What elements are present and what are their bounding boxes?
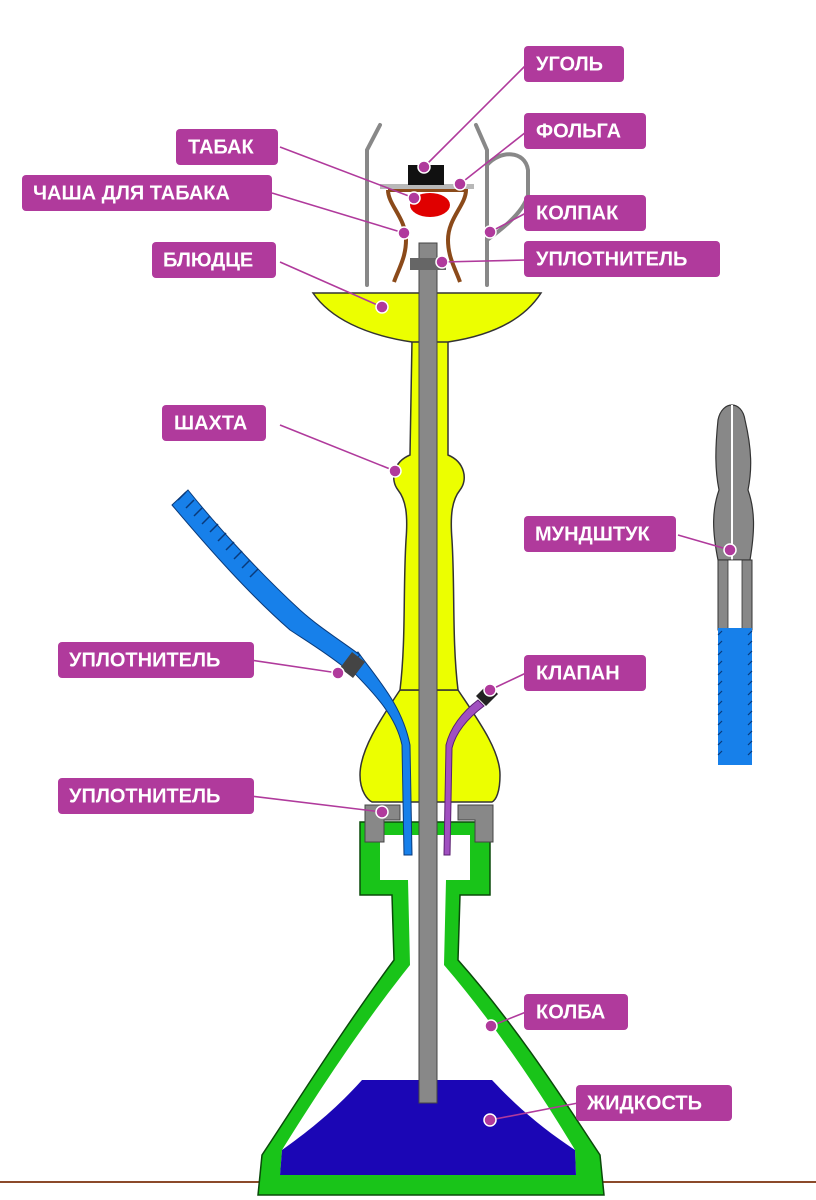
svg-text:УПЛОТНИТЕЛЬ: УПЛОТНИТЕЛЬ: [69, 649, 220, 671]
mouthpiece-group: [713, 404, 755, 765]
label-coal: УГОЛЬ: [524, 46, 624, 82]
hose-handle: [171, 489, 361, 669]
mouthpiece-tip: [713, 404, 755, 561]
label-shaft: ШАХТА: [162, 405, 266, 441]
svg-text:МУНДШТУК: МУНДШТУК: [535, 523, 651, 545]
label-mouthpiece: МУНДШТУК: [524, 516, 676, 552]
label-dots: [331, 160, 737, 1127]
label-flask: КОЛБА: [524, 994, 628, 1030]
svg-text:ЧАША ДЛЯ ТАБАКА: ЧАША ДЛЯ ТАБАКА: [33, 182, 230, 204]
central-pipe: [418, 242, 438, 1104]
valve-tube: [443, 699, 485, 856]
svg-text:КЛАПАН: КЛАПАН: [536, 662, 620, 684]
hose-handle-ribs: [177, 491, 259, 578]
tobacco-bowl: [386, 188, 469, 283]
leader-lines: [249, 64, 731, 1121]
svg-text:ТАБАК: ТАБАК: [188, 136, 254, 158]
coal-block: [408, 165, 444, 185]
svg-text:КОЛБА: КОЛБА: [536, 1001, 605, 1023]
label-valve: КЛАПАН: [524, 655, 646, 691]
svg-text:ШАХТА: ШАХТА: [174, 412, 247, 434]
label-bowl: ЧАША ДЛЯ ТАБАКА: [22, 175, 272, 211]
svg-text:УПЛОТНИТЕЛЬ: УПЛОТНИТЕЛЬ: [69, 785, 220, 807]
liquid: [280, 1080, 576, 1175]
svg-text:ФОЛЬГА: ФОЛЬГА: [536, 120, 621, 142]
label-tobacco: ТАБАК: [176, 129, 278, 165]
label-seal-top: УПЛОТНИТЕЛЬ: [524, 241, 720, 277]
label-saucer: БЛЮДЦЕ: [152, 242, 276, 278]
label-liquid: ЖИДКОСТЬ: [576, 1085, 732, 1121]
label-cap: КОЛПАК: [524, 195, 646, 231]
seal-bottom-left: [364, 804, 401, 843]
svg-text:БЛЮДЦЕ: БЛЮДЦЕ: [163, 249, 253, 271]
hose-tube: [341, 651, 413, 856]
svg-text:ЖИДКОСТЬ: ЖИДКОСТЬ: [586, 1092, 702, 1114]
hose-seal: [340, 652, 365, 678]
label-seal-hose: УПЛОТНИТЕЛЬ: [58, 642, 254, 678]
label-foil: ФОЛЬГА: [524, 113, 646, 149]
label-seal-bottom: УПЛОТНИТЕЛЬ: [58, 778, 254, 814]
foil-sheet: [380, 184, 474, 189]
svg-text:УГОЛЬ: УГОЛЬ: [536, 53, 603, 75]
svg-text:УПЛОТНИТЕЛЬ: УПЛОТНИТЕЛЬ: [536, 248, 687, 270]
cap-frame: [365, 123, 530, 287]
mouthpiece-hose: [718, 628, 752, 765]
svg-text:КОЛПАК: КОЛПАК: [536, 202, 619, 224]
seal-bottom-right: [457, 804, 494, 843]
